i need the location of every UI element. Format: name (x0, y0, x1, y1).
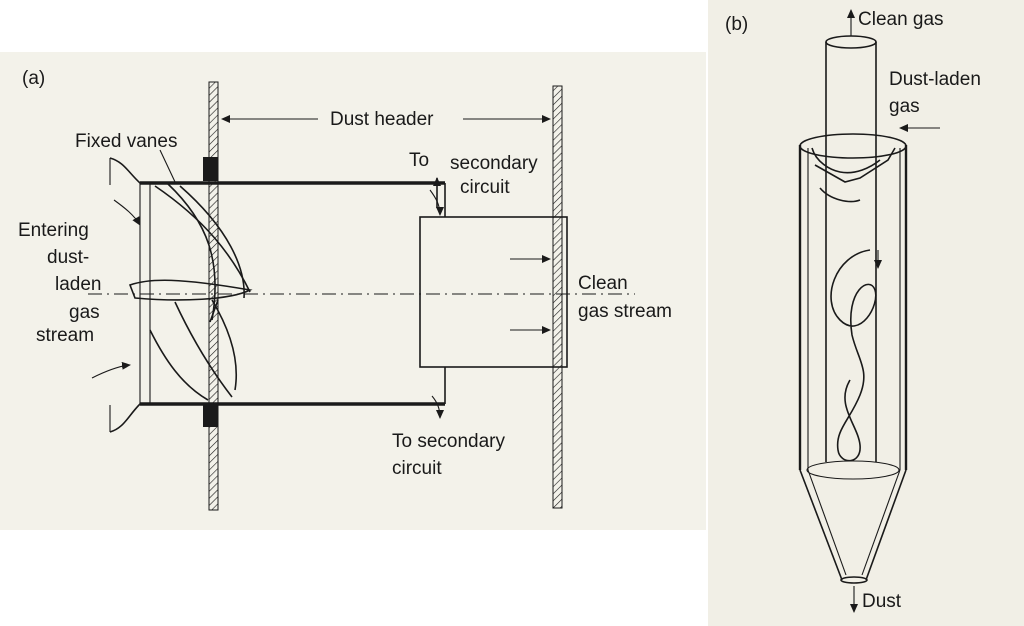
panel-a-background (0, 52, 706, 530)
to-secondary-top-label-2: secondary (450, 153, 538, 174)
entering-label-1: Entering (18, 220, 89, 241)
panel-b-background (708, 0, 1024, 626)
panel-b-label: (b) (725, 14, 748, 35)
fixed-vanes-label: Fixed vanes (75, 131, 177, 152)
left-tube-sheet (208, 81, 219, 511)
fixed-vanes-shape (128, 183, 253, 401)
dust-laden-label-1: Dust-laden (889, 69, 981, 90)
to-secondary-bottom-label-2: circuit (392, 458, 442, 479)
clean-gas-outlet-label: Clean gas (858, 9, 944, 30)
right-tube-sheet (552, 85, 563, 509)
entering-label-4: gas (69, 302, 100, 323)
dust-laden-label-2: gas (889, 96, 920, 117)
dust-header-label: Dust header (330, 109, 434, 130)
to-secondary-top-label-3: circuit (460, 177, 510, 198)
clean-gas-label-2: gas stream (578, 301, 672, 322)
panel-a-drawing (88, 81, 635, 511)
entering-label-3: laden (55, 274, 102, 295)
panel-b-drawing (798, 9, 940, 613)
panel-a-label: (a) (22, 68, 45, 89)
entering-label-2: dust- (47, 247, 89, 268)
to-secondary-top-label-1: To (409, 150, 429, 171)
dust-outlet-label: Dust (862, 591, 902, 612)
clean-gas-label-1: Clean (578, 273, 628, 294)
to-secondary-bottom-label-1: To secondary (392, 431, 506, 452)
entering-label-5: stream (36, 325, 94, 346)
outlet-tube (419, 216, 568, 368)
